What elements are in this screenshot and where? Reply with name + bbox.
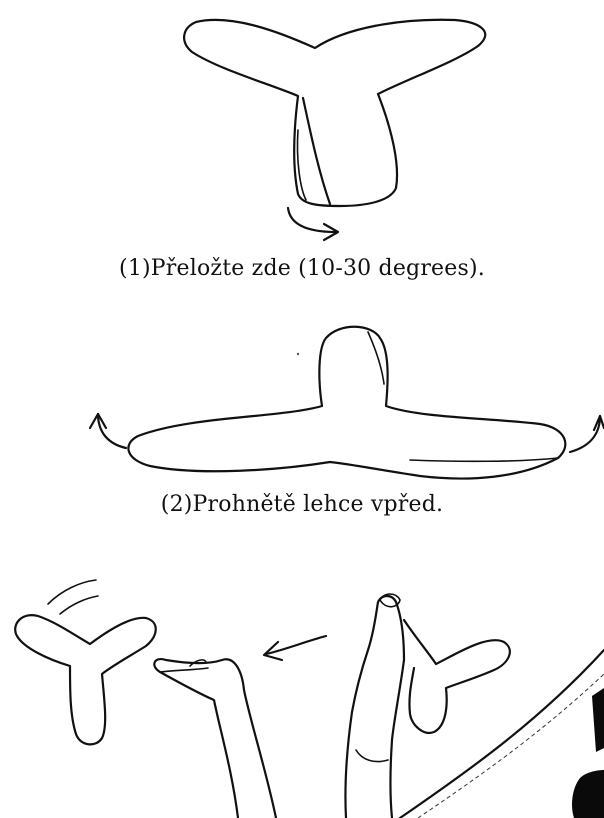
- holding-hand: [345, 596, 404, 818]
- step2-boomerang-outline: [128, 327, 565, 479]
- step1-boomerang-outline: [184, 20, 485, 206]
- step3-flick-drawing: [15, 580, 604, 818]
- corner-mark-lower: [572, 770, 604, 818]
- step1-fold-flap: [297, 130, 306, 200]
- step2-dot: [297, 353, 299, 355]
- motion-line-inner: [60, 596, 98, 614]
- step2-right-curved-arrow: [570, 416, 600, 452]
- open-hand-finger: [160, 668, 208, 672]
- step1-curved-arrow: [288, 208, 336, 232]
- corner-mark-upper: [592, 688, 604, 752]
- step2-left-curved-arrow: [98, 414, 126, 448]
- step2-caption: (2)Prohnětě lehce vpřed.: [0, 492, 604, 517]
- open-hand: [154, 659, 276, 818]
- held-boomerang-outline: [404, 620, 510, 733]
- step2-fold-line-lower: [410, 458, 558, 461]
- motion-line-outer: [48, 580, 96, 604]
- step2-boomerang-drawing: [90, 327, 604, 479]
- holding-hand-wrist: [356, 750, 388, 762]
- flying-boomerang-outline: [15, 615, 156, 744]
- step1-fold-line: [303, 98, 330, 204]
- step1-boomerang-drawing: [184, 20, 485, 240]
- step1-caption: (1)Přeložte zde (10-30 degrees).: [0, 256, 604, 281]
